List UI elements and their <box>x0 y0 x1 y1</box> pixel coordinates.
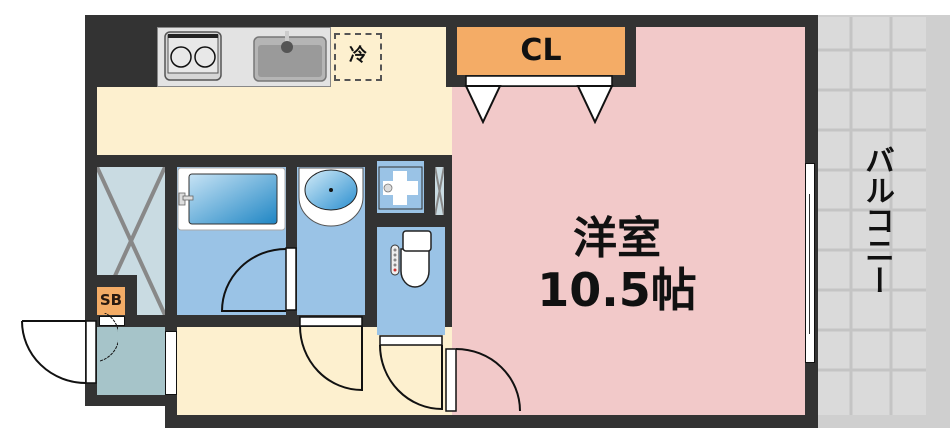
shoe-box: SB <box>97 287 125 315</box>
bathroom-door-swing[interactable] <box>220 247 300 317</box>
shoe-box-door <box>99 316 125 326</box>
balcony-tile-grid <box>818 17 926 415</box>
balcony-window[interactable] <box>805 163 815 363</box>
window-sash-divider <box>809 194 810 334</box>
balcony-label: バルコニー <box>859 145 894 295</box>
washing-machine-icon <box>378 166 423 210</box>
small-storage <box>435 167 444 215</box>
western-room-size: 10.5帖 <box>537 263 697 317</box>
closet-inner: CL <box>457 27 625 75</box>
entrance-door[interactable] <box>18 313 118 393</box>
washing-machine-space <box>377 161 424 213</box>
washroom <box>297 167 365 315</box>
toilet-icon <box>390 230 432 288</box>
fridge-label: 冷 <box>349 45 367 66</box>
western-room-name: 洋室 <box>573 213 661 264</box>
closet-label: CL <box>520 33 562 68</box>
stove-icon <box>164 31 222 81</box>
kitchen-counter-wall <box>85 15 157 87</box>
kitchen-counter <box>157 27 331 87</box>
entrance <box>97 327 165 395</box>
entrance-opening <box>165 331 177 395</box>
shoe-box-label: SB <box>99 291 123 309</box>
balcony: バルコニー <box>816 15 950 428</box>
toilet-door[interactable] <box>378 335 448 415</box>
washroom-door[interactable] <box>298 316 368 396</box>
bathtub-icon <box>177 167 286 231</box>
sink-icon <box>253 31 327 82</box>
washbasin-icon <box>298 167 364 227</box>
fridge-space: 冷 <box>334 33 382 81</box>
toilet-room <box>377 227 445 335</box>
western-room-door[interactable] <box>444 348 524 418</box>
small-storage-x-icon <box>435 167 444 215</box>
western-room: 洋室 10.5帖 <box>452 27 805 415</box>
bathroom <box>177 167 286 315</box>
closet-doors <box>464 75 614 124</box>
